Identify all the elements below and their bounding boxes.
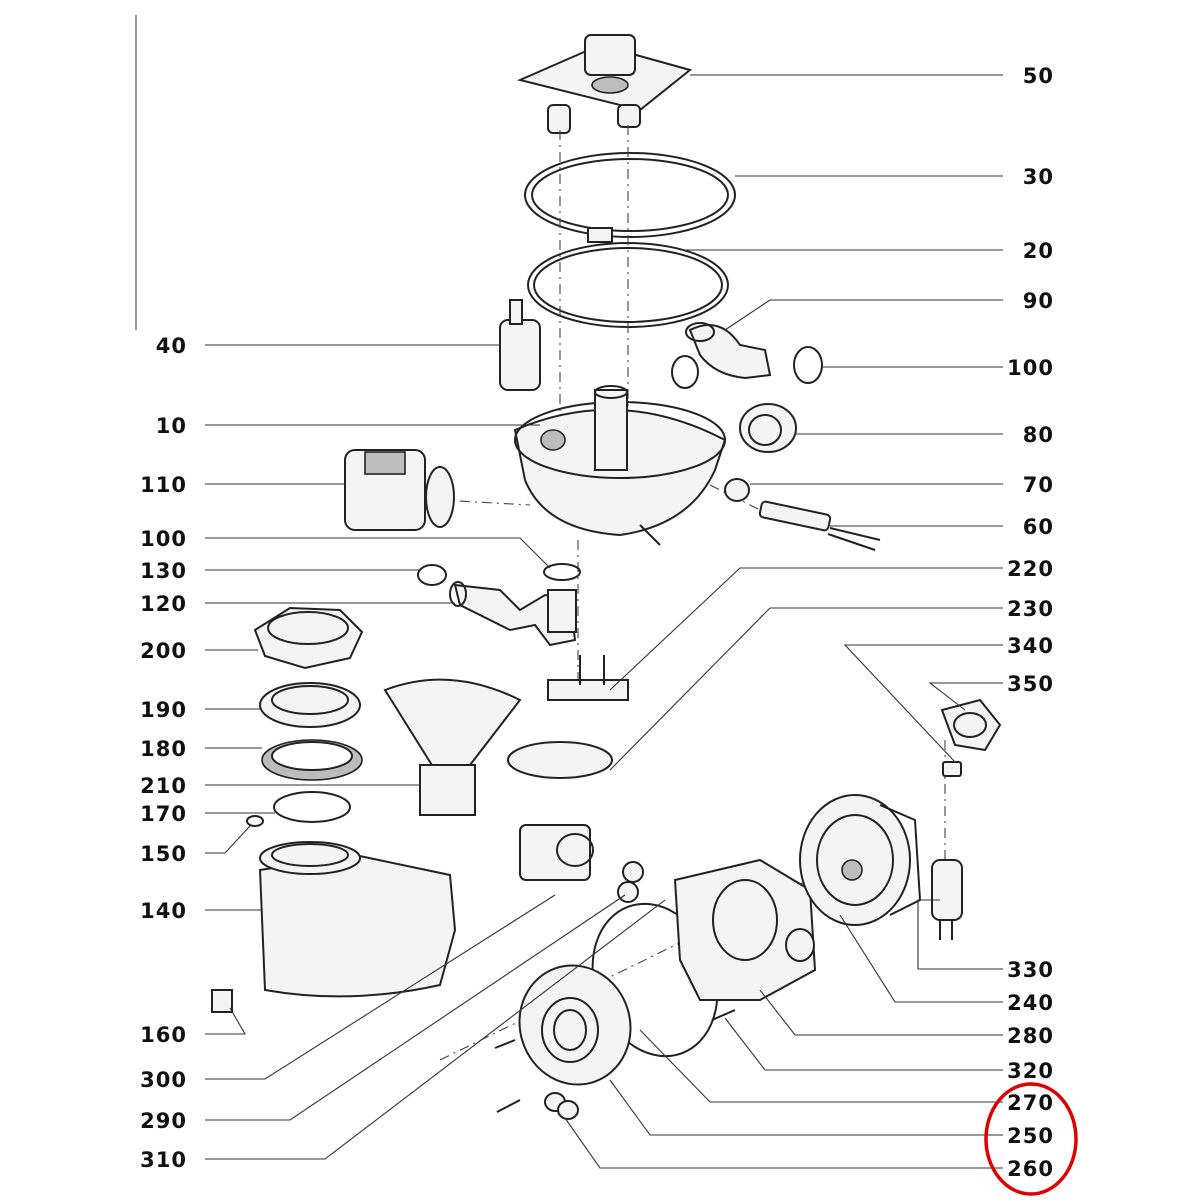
part-40-sensor bbox=[499, 299, 541, 391]
callout-200: 200 bbox=[140, 639, 187, 663]
part-210-filter bbox=[383, 678, 522, 816]
callout-280: 280 bbox=[1007, 1024, 1054, 1048]
callouts-left: 40 10 110 100 130 120 200 190 180 210 17… bbox=[140, 334, 187, 1172]
callout-130: 130 bbox=[140, 559, 187, 583]
callout-170: 170 bbox=[140, 802, 187, 826]
part-180-seal bbox=[261, 739, 363, 781]
callout-80: 80 bbox=[1023, 423, 1054, 447]
part-330-capacitor bbox=[931, 859, 963, 940]
part-130-hose-clamp bbox=[417, 564, 447, 586]
callout-210: 210 bbox=[140, 774, 187, 798]
callout-60: 60 bbox=[1023, 515, 1054, 539]
part-340-nut bbox=[942, 761, 962, 777]
part-80-ring-nut bbox=[739, 403, 797, 453]
part-140-salt-container bbox=[258, 841, 457, 998]
callout-320: 320 bbox=[1007, 1059, 1054, 1083]
part-50-top-cover bbox=[516, 34, 693, 134]
part-300-pressure-switch bbox=[519, 824, 594, 881]
part-10-sump bbox=[513, 385, 727, 546]
callout-140: 140 bbox=[140, 899, 187, 923]
callout-340: 340 bbox=[1007, 634, 1054, 658]
leader-lines bbox=[205, 74, 1003, 1169]
part-320-screw bbox=[711, 1009, 736, 1021]
callout-100-lower: 100 bbox=[140, 527, 187, 551]
part-310-screws bbox=[494, 1039, 521, 1113]
callout-30: 30 bbox=[1023, 165, 1054, 189]
part-170-o-ring bbox=[273, 791, 351, 823]
callout-240: 240 bbox=[1007, 991, 1054, 1015]
part-230-disc bbox=[507, 741, 613, 779]
callout-350: 350 bbox=[1007, 672, 1054, 696]
part-30-clamp-ring bbox=[524, 152, 736, 243]
part-240-motor bbox=[799, 794, 922, 926]
part-260-caps bbox=[544, 1092, 579, 1120]
part-90-elbow-hose bbox=[685, 322, 772, 380]
part-290-fittings bbox=[617, 861, 644, 903]
callout-90: 90 bbox=[1023, 289, 1054, 313]
part-280-pump-housing bbox=[673, 858, 817, 1001]
callout-330: 330 bbox=[1007, 958, 1054, 982]
part-150-washer bbox=[246, 815, 264, 827]
part-120-drain-hose bbox=[449, 581, 577, 647]
callout-310: 310 bbox=[140, 1148, 187, 1172]
part-250-pump-cover bbox=[518, 964, 632, 1086]
callout-120: 120 bbox=[140, 592, 187, 616]
part-220-bracket bbox=[547, 655, 629, 701]
callout-270: 270 bbox=[1007, 1091, 1054, 1115]
part-350-holder bbox=[940, 698, 1002, 752]
part-100-clip-upper bbox=[671, 346, 823, 389]
callout-20: 20 bbox=[1023, 239, 1054, 263]
part-70-grommet bbox=[724, 478, 750, 502]
callout-260: 260 bbox=[1007, 1157, 1054, 1181]
part-190-nut-ring bbox=[259, 682, 361, 728]
callout-100-upper: 100 bbox=[1007, 356, 1054, 380]
part-110-drain-pump bbox=[344, 449, 455, 531]
part-60-sensor-lead bbox=[758, 500, 881, 551]
callout-250: 250 bbox=[1007, 1124, 1054, 1148]
part-100-clip-lower bbox=[543, 563, 581, 581]
callout-180: 180 bbox=[140, 737, 187, 761]
callout-10: 10 bbox=[156, 414, 187, 438]
callout-230: 230 bbox=[1007, 597, 1054, 621]
part-160-clip bbox=[211, 989, 233, 1013]
callout-50: 50 bbox=[1023, 64, 1054, 88]
callout-160: 160 bbox=[140, 1023, 187, 1047]
callout-220: 220 bbox=[1007, 557, 1054, 581]
highlight-ellipse bbox=[984, 1082, 1078, 1196]
callout-40: 40 bbox=[156, 334, 187, 358]
callout-290: 290 bbox=[140, 1109, 187, 1133]
callout-110: 110 bbox=[140, 473, 187, 497]
callout-190: 190 bbox=[140, 698, 187, 722]
callout-150: 150 bbox=[140, 842, 187, 866]
callouts-right: 50 30 20 90 100 80 70 60 220 230 340 350… bbox=[1007, 64, 1054, 1181]
callout-300: 300 bbox=[140, 1068, 187, 1092]
part-200-cap bbox=[253, 606, 364, 670]
callout-70: 70 bbox=[1023, 473, 1054, 497]
